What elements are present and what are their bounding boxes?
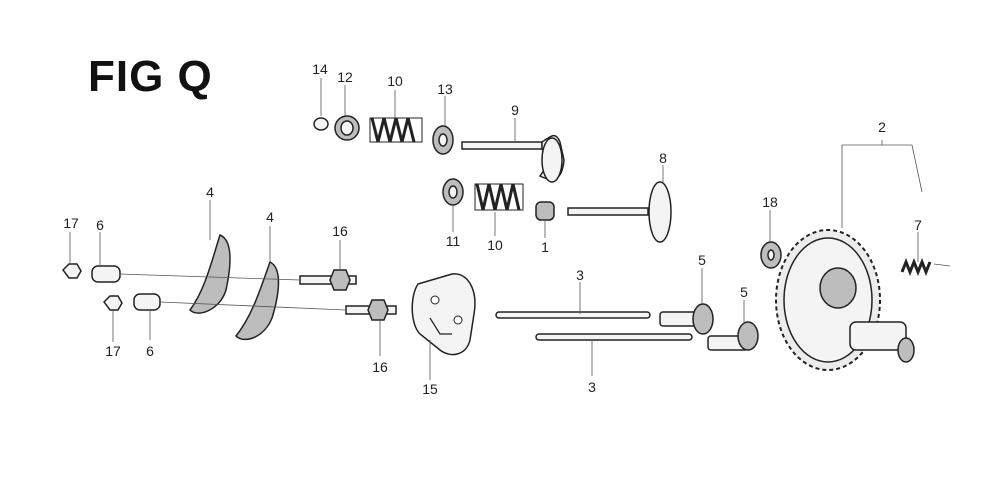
guide-plate-15 <box>411 273 476 356</box>
callout-18: 18 <box>762 194 778 210</box>
valve-9 <box>461 134 565 183</box>
callout-6-upper: 6 <box>96 217 104 233</box>
callout-15: 15 <box>422 381 438 397</box>
callout-12: 12 <box>337 69 353 85</box>
push-rod-lower <box>535 333 693 341</box>
callout-14: 14 <box>312 61 328 77</box>
nut-17-lower <box>103 295 123 311</box>
cap-1 <box>535 201 555 221</box>
tappet-5-upper <box>659 303 714 335</box>
camshaft-gear-2 <box>775 229 915 371</box>
keeper-14 <box>313 117 329 131</box>
callout-10-upper: 10 <box>387 73 403 89</box>
callout-3-lower: 3 <box>588 379 596 395</box>
callout-17-upper: 17 <box>63 215 79 231</box>
valve-spring-upper <box>369 117 423 143</box>
callout-6-lower: 6 <box>146 343 154 359</box>
callout-2: 2 <box>878 119 886 135</box>
callout-4-left: 4 <box>206 184 214 200</box>
rocker-arm-right <box>234 260 280 341</box>
callout-7: 7 <box>914 217 922 233</box>
callout-5-upper: 5 <box>698 252 706 268</box>
nut-17-upper <box>62 263 82 279</box>
callout-8: 8 <box>659 150 667 166</box>
callout-1: 1 <box>541 239 549 255</box>
callout-9: 9 <box>511 102 519 118</box>
callout-3-upper: 3 <box>576 267 584 283</box>
washer-18 <box>760 241 782 269</box>
callout-16-upper: 16 <box>332 223 348 239</box>
callout-10-lower: 10 <box>487 237 503 253</box>
spring-7 <box>900 257 951 277</box>
stud-16-upper <box>299 269 357 291</box>
pivot-6-lower <box>133 293 161 311</box>
push-rod-upper <box>495 311 651 319</box>
figure-title: FIG Q <box>88 52 213 101</box>
leader-lines <box>69 78 923 380</box>
tappet-5-lower <box>707 321 759 351</box>
callout-5-lower: 5 <box>740 284 748 300</box>
seal-11 <box>442 178 464 206</box>
callout-16-lower: 16 <box>372 359 388 375</box>
callout-13: 13 <box>437 81 453 97</box>
pivot-6-upper <box>91 265 121 283</box>
washer-13 <box>432 125 454 155</box>
callout-17-lower: 17 <box>105 343 121 359</box>
retainer-12 <box>334 115 360 141</box>
valve-spring-lower <box>474 183 524 211</box>
callout-4-right: 4 <box>266 209 274 225</box>
callout-11: 11 <box>446 233 461 249</box>
valve-8 <box>567 181 672 243</box>
rocker-arm-left <box>189 233 231 314</box>
stud-16-lower <box>345 299 397 321</box>
